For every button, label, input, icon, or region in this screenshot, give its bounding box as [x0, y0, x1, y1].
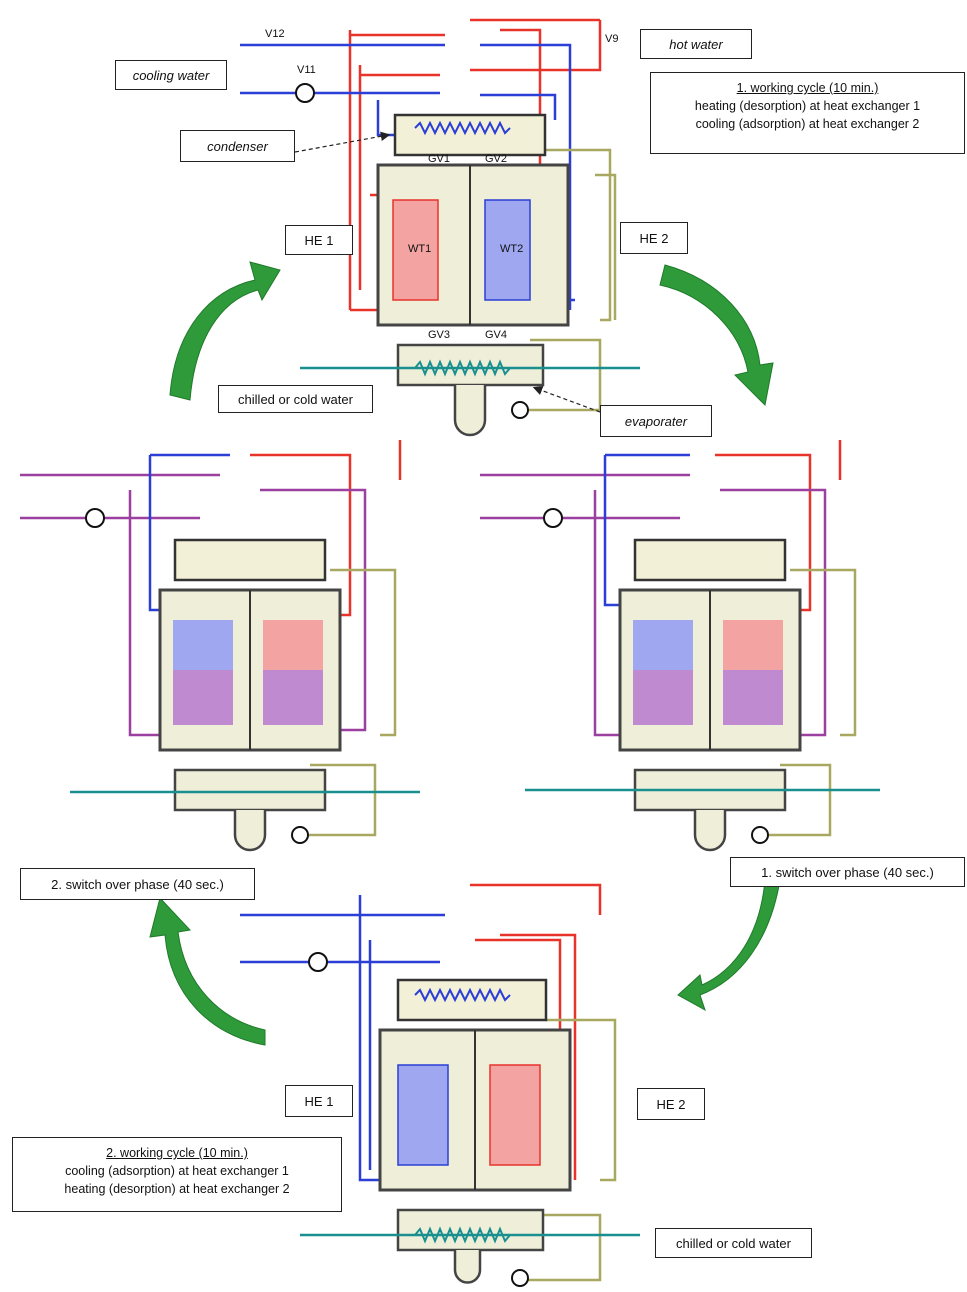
cycle2-title: 2. working cycle (10 min.)	[106, 1146, 248, 1160]
wt2-tag: WT2	[500, 243, 523, 255]
chilled-top-label: chilled or cold water	[218, 385, 373, 413]
hot-water-label: hot water	[640, 29, 752, 59]
unit-bottom	[240, 883, 640, 1287]
cycle-arrows	[149, 261, 781, 1046]
switch-phase-2: 2. switch over phase (40 sec.)	[20, 868, 255, 900]
gv1-tag: GV1	[428, 153, 450, 165]
switch-phase-1: 1. switch over phase (40 sec.)	[730, 857, 965, 887]
gv3-tag: GV3	[428, 329, 450, 341]
v9-tag: V9	[605, 33, 618, 45]
v11-tag: V11	[297, 64, 316, 76]
chilled-bottom-label: chilled or cold water	[655, 1228, 812, 1258]
unit-right	[480, 440, 880, 852]
evaporater-label: evaporater	[600, 405, 712, 437]
cycle1-line1: heating (desorption) at heat exchanger 1	[694, 99, 921, 113]
unit-top	[240, 18, 640, 437]
he1-top-label: HE 1	[285, 225, 353, 255]
gv2-tag: GV2	[485, 153, 507, 165]
cooling-water-label: cooling water	[115, 60, 227, 90]
he2-bottom-label: HE 2	[637, 1088, 705, 1120]
cold-pipe	[240, 43, 445, 95]
hot-pipe	[348, 30, 445, 310]
wt1-tag: WT1	[408, 243, 431, 255]
working-cycle-1: 1. working cycle (10 min.) heating (deso…	[650, 72, 965, 154]
he2-top-label: HE 2	[620, 222, 688, 254]
cycle1-title: 1. working cycle (10 min.)	[736, 81, 879, 95]
gv4-tag: GV4	[485, 329, 507, 341]
v12-tag: V12	[265, 28, 285, 40]
condenser-label: condenser	[180, 130, 295, 162]
unit-left	[20, 440, 420, 852]
cycle2-line1: cooling (adsorption) at heat exchanger 1	[65, 1164, 289, 1178]
olive-pipe	[525, 148, 617, 412]
he1-bottom-label: HE 1	[285, 1085, 353, 1117]
cycle1-line2: cooling (adsorption) at heat exchanger 2	[695, 117, 920, 131]
cycle2-line2: heating (desorption) at heat exchanger 2	[64, 1182, 290, 1196]
working-cycle-2: 2. working cycle (10 min.) cooling (adso…	[12, 1137, 342, 1212]
